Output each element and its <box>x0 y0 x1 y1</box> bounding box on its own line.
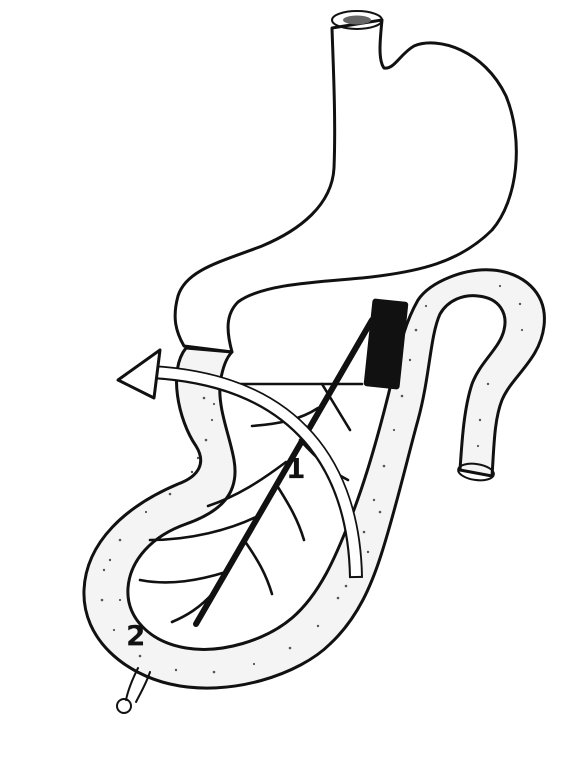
stomach <box>175 11 516 352</box>
vessel-branch <box>244 540 272 594</box>
label-2: 2 <box>126 619 145 652</box>
label-1: 1 <box>286 452 305 485</box>
vessel-branch <box>322 384 350 430</box>
arrow-head <box>118 350 160 398</box>
vessel-branch <box>276 484 304 540</box>
small-bowel-loop <box>84 270 544 713</box>
vessel-branch <box>140 572 226 582</box>
